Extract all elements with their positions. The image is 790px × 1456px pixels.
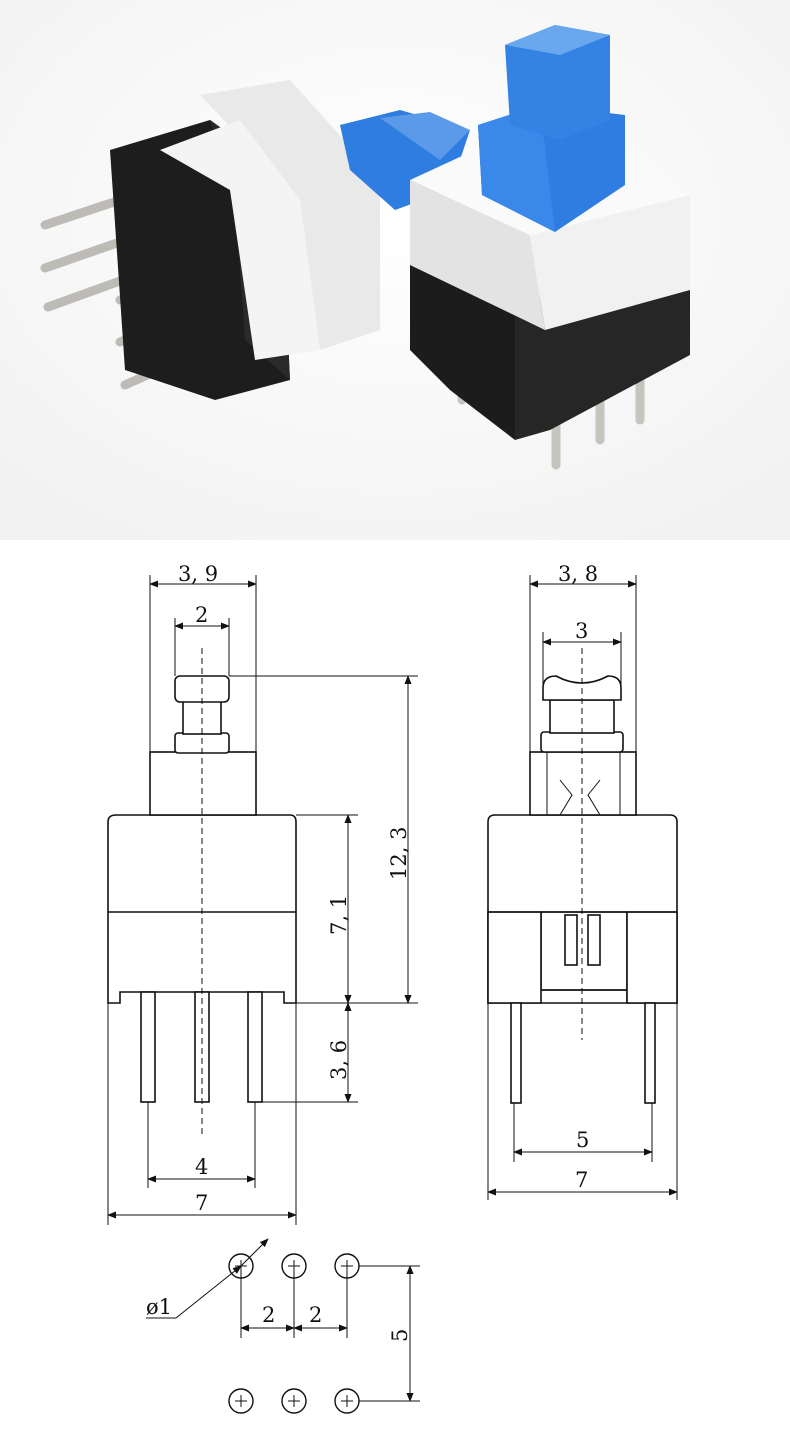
hole [281,1253,307,1279]
hole [228,1253,254,1279]
right-switch [410,25,690,470]
dim-front-plunger: 2 [195,603,208,627]
dim-row-spacing: 5 [388,1329,412,1342]
dim-front-pin-span: 4 [195,1155,208,1179]
dim-front-cap-width: 3, 9 [178,562,218,586]
dim-side-plunger: 3 [575,619,588,643]
hole [228,1388,254,1414]
dim-front-body-height: 7, 1 [327,895,351,935]
product-photo [0,0,790,540]
side-view: 3, 8 3 5 7 [487,562,678,1200]
dim-hole-diameter: ø1 [146,1295,172,1319]
hole [334,1253,360,1279]
dim-side-cap-width: 3, 8 [558,562,598,586]
hole [334,1388,360,1414]
dim-front-pin-length: 3, 6 [327,1040,351,1080]
dim-side-body-width: 7 [575,1168,588,1192]
dim-front-body-width: 7 [195,1191,208,1215]
dim-side-pin-span: 5 [576,1128,589,1152]
pcb-footprint: ø1 2 2 5 [146,1238,420,1414]
front-view: 3, 9 2 12, 3 7, 1 3, 6 4 7 [107,562,418,1225]
hole [281,1388,307,1414]
dim-front-total-height: 12, 3 [387,827,411,880]
left-switch [40,80,470,400]
dim-pitch-1: 2 [262,1303,275,1327]
dim-pitch-2: 2 [309,1303,322,1327]
